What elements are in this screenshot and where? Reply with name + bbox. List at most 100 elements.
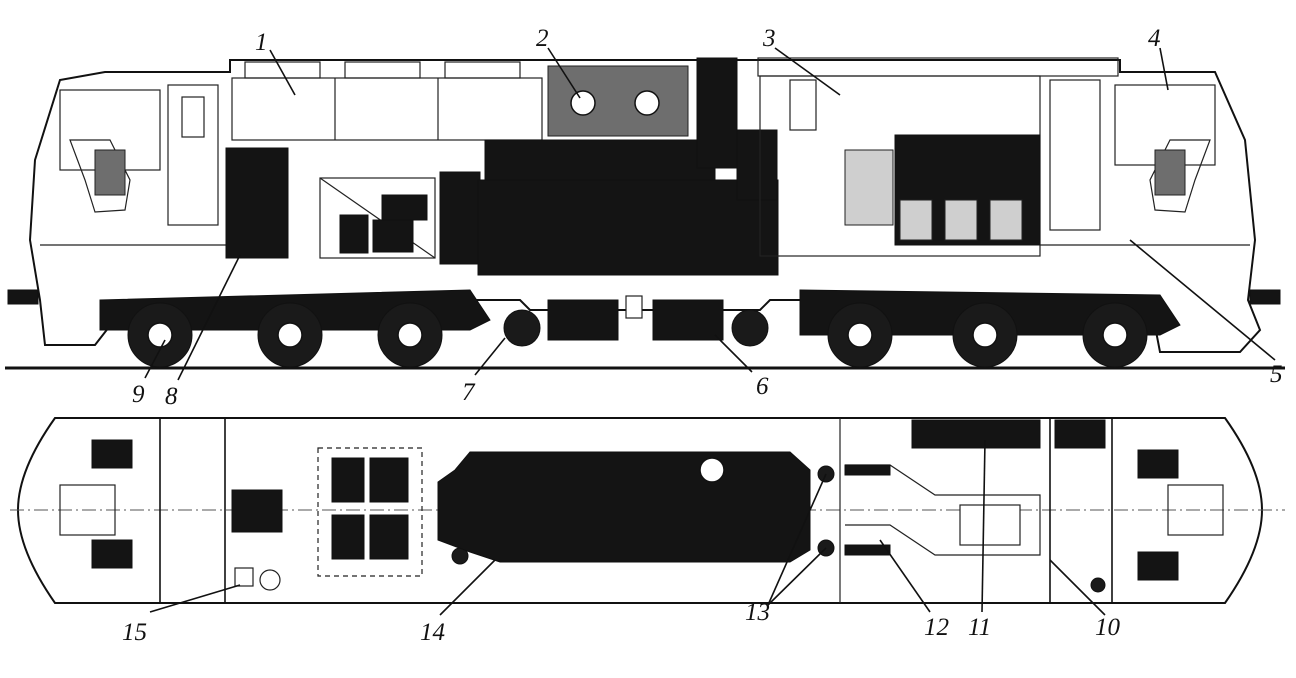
turbo-plan [699,457,725,483]
label-4: 4 [1148,25,1161,52]
leader-9 [144,339,166,379]
leader-6 [714,334,753,373]
right-bogie-hub-3 [1102,322,1128,348]
aux-unit-2 [369,457,409,503]
left-bogie-hub-2 [277,322,303,348]
leader-8 [177,254,241,381]
fuel-tank-right [652,299,724,341]
duct-inlet-bottom [844,544,891,556]
right-seat-1 [1137,449,1179,479]
left-coupler [7,289,39,305]
turbo-gear-2 [634,90,660,116]
label-9: 9 [132,381,145,408]
air-reservoir-left [503,309,541,347]
plan-cabinet [231,489,283,533]
label-10: 10 [1095,614,1121,641]
leader-14 [439,559,496,616]
label-1: 1 [255,29,268,56]
label-15: 15 [122,619,147,646]
left-console-plan [59,484,116,536]
left-driver-seat [69,139,131,213]
label-6: 6 [756,373,769,400]
label-14: 14 [420,619,445,646]
roof-hatch-3 [444,61,521,79]
apparatus-right [1054,419,1106,449]
label-5: 5 [1270,361,1283,388]
right-bogie-hub-2 [972,322,998,348]
right-driver-seat [1149,139,1211,213]
electrical-apparatus-plan [911,419,1041,449]
left-seat-2 [91,539,133,569]
rectifier [959,504,1021,546]
leader-11 [981,439,986,613]
auxiliary-frame [319,177,436,259]
roof-hatch-1 [244,61,321,79]
right-console [1154,149,1186,196]
compressor-plan [259,569,281,591]
hand-brake [234,567,254,587]
aux-machine-1 [339,214,369,254]
engine-base-left [439,171,481,265]
side-view [5,57,1285,370]
apparatus-panel-3 [989,199,1023,241]
leader-1 [269,49,296,96]
roof-hatch-2 [344,61,421,79]
leader-2 [547,47,581,99]
aux-machine-3 [381,194,428,221]
diesel-engine-plan [437,451,811,563]
label-2: 2 [536,25,549,52]
left-seat-1 [91,439,133,469]
left-cab-door-window [181,96,205,138]
turbocharger-block [547,65,689,137]
left-bogie-hub-1 [147,322,173,348]
left-cab-door [167,84,219,226]
electrical-cabinet [225,147,289,259]
plan-view [10,417,1285,604]
leader-13a [767,473,827,606]
label-11: 11 [968,614,991,641]
leader-10 [1049,559,1106,616]
turbo-gear-1 [570,90,596,116]
leader-5 [1129,239,1276,361]
diesel-engine-top [484,139,716,181]
aux-brace [319,177,436,259]
ducting [845,464,1041,556]
right-bogie-hub-1 [847,322,873,348]
leader-13b [767,547,827,606]
aux-unit-group [317,447,423,577]
air-reservoir-right [731,309,769,347]
aux-unit-4 [369,514,409,560]
duct-inlet-top [844,464,891,476]
leader-7 [474,337,506,376]
label-13: 13 [745,599,770,626]
leader-3 [774,47,841,96]
right-coupler [1249,289,1281,305]
leader-15 [149,584,241,613]
leader-12 [879,539,931,613]
aux-unit-1 [331,457,365,503]
air-duct [789,79,817,131]
label-12: 12 [924,614,949,641]
right-cab-door [1049,79,1101,231]
generator [736,129,778,201]
cooling-unit [231,77,543,141]
leader-4 [1159,47,1169,91]
apparatus-panel-1 [899,199,933,241]
right-console-plan [1167,484,1224,536]
label-3: 3 [762,25,776,52]
label-7: 7 [462,379,476,406]
tank-filler [625,295,643,319]
filter-box [844,149,894,226]
label-8: 8 [165,383,178,410]
left-bogie-hub-3 [397,322,423,348]
leader-lines [144,47,1276,616]
diesel-engine-block [477,179,779,276]
apparatus-panel-2 [944,199,978,241]
right-seat-2 [1137,551,1179,581]
left-console [94,149,126,196]
exhaust-stack [696,57,738,169]
aux-unit-3 [331,514,365,560]
fuel-tank-left [547,299,619,341]
aux-machine-2 [372,219,414,253]
